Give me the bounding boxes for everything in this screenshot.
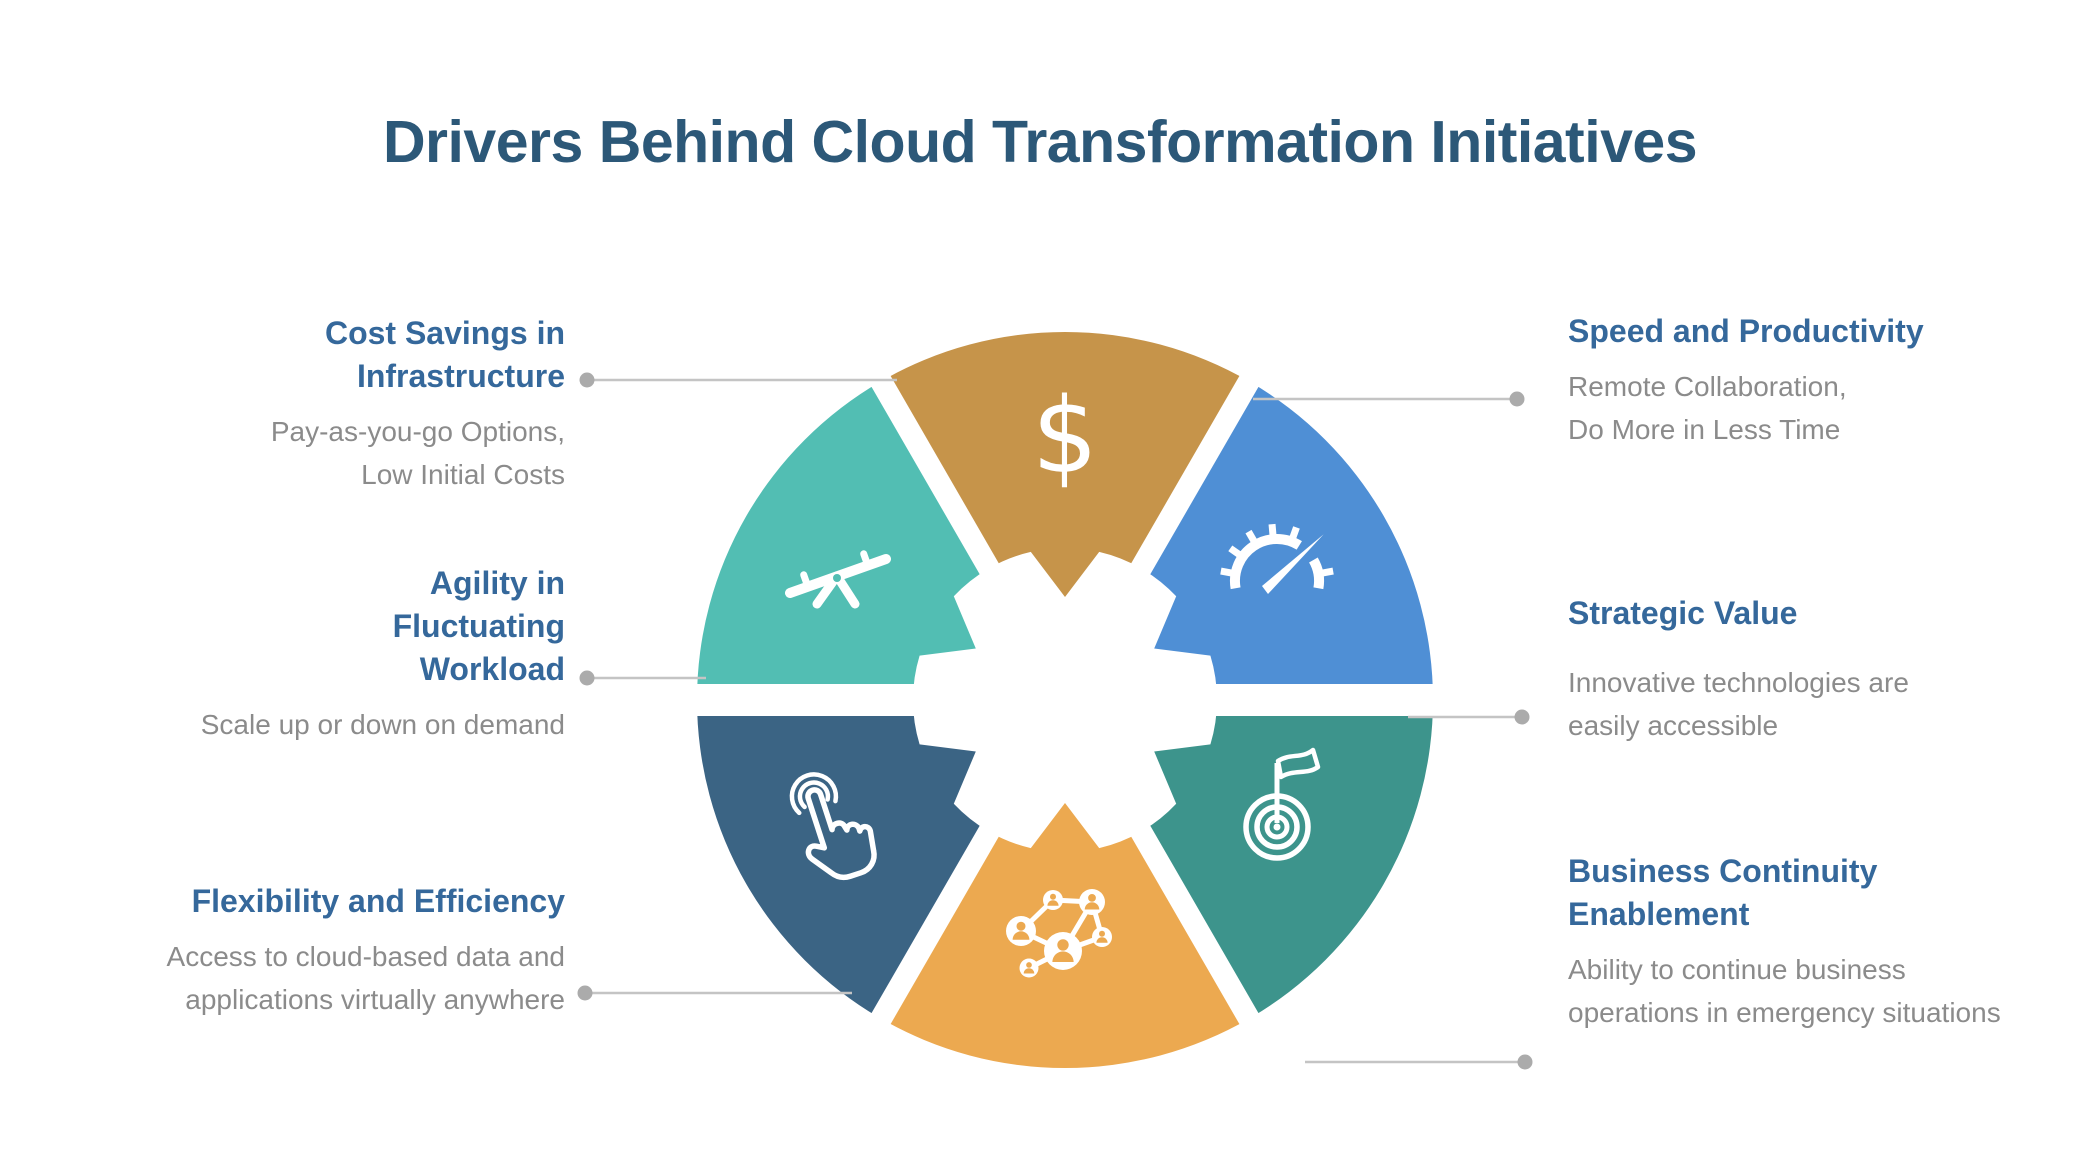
- label-flexibility-heading: Flexibility and Efficiency: [191, 883, 565, 919]
- label-agility: Agility in Fluctuating Workload Scale up…: [85, 562, 565, 746]
- connector-dot: [1514, 709, 1530, 725]
- tap-hand-icon: [789, 772, 877, 881]
- person-body: [1012, 931, 1030, 940]
- label-strategic-heading: Strategic Value: [1568, 595, 1798, 631]
- network-node: [1006, 916, 1036, 946]
- label-business-heading: Business Continuity Enablement: [1568, 853, 1878, 932]
- network-node: [1019, 958, 1039, 978]
- label-cost-savings: Cost Savings in Infrastructure Pay-as-yo…: [85, 312, 565, 496]
- svg-text:$: $: [1032, 375, 1098, 497]
- segment-gap: [1097, 767, 1267, 1039]
- segment-gap: [1097, 361, 1267, 633]
- seesaw-icon: [785, 550, 891, 609]
- network-icon: [1006, 889, 1112, 978]
- person-body: [1047, 900, 1059, 906]
- network-node: [1079, 889, 1105, 915]
- label-connectors: [577, 372, 1533, 1070]
- label-business: Business Continuity Enablement Ability t…: [1568, 850, 2048, 1034]
- person-head: [1026, 962, 1032, 968]
- network-node: [1044, 932, 1082, 970]
- speedometer-tick: [1268, 523, 1277, 536]
- speedometer-tick: [1228, 545, 1242, 558]
- label-strategic: Strategic Value Innovative technologies …: [1568, 592, 2048, 747]
- person-body: [1096, 937, 1108, 943]
- speedometer-icon: [1220, 523, 1334, 594]
- person-head: [1050, 893, 1056, 900]
- connector-dot: [579, 670, 595, 686]
- label-speed-body: Remote Collaboration, Do More in Less Ti…: [1568, 371, 1847, 445]
- person-head: [1016, 921, 1026, 931]
- network-node: [1043, 890, 1063, 910]
- connector-dot: [1517, 1054, 1533, 1070]
- speedometer-tick: [1220, 567, 1233, 577]
- label-agility-heading: Agility in Fluctuating Workload: [392, 565, 565, 687]
- connector-dot: [1509, 391, 1525, 407]
- target-flag-icon: [1243, 747, 1321, 861]
- segment-gap: [863, 767, 1033, 1039]
- connector-dot: [577, 985, 593, 1001]
- network-node: [1092, 927, 1112, 947]
- wheel-segment-gaps: [681, 361, 1449, 1039]
- label-cost-savings-heading: Cost Savings in Infrastructure: [324, 315, 565, 394]
- label-speed-heading: Speed and Productivity: [1568, 313, 1924, 349]
- person-head: [1088, 893, 1096, 902]
- speedometer-tick: [1289, 526, 1300, 539]
- segment-gap: [863, 361, 1033, 633]
- person-head: [1057, 939, 1069, 951]
- connector-dot: [579, 372, 595, 388]
- person-body: [1023, 968, 1035, 974]
- label-business-body: Ability to continue business operations …: [1568, 954, 2001, 1028]
- label-speed: Speed and Productivity Remote Collaborat…: [1568, 310, 2048, 451]
- person-body: [1084, 902, 1100, 910]
- label-flexibility: Flexibility and Efficiency Access to clo…: [85, 880, 565, 1021]
- label-flexibility-body: Access to cloud-based data and applicati…: [166, 941, 565, 1015]
- page-title: Drivers Behind Cloud Transformation Init…: [382, 109, 1698, 175]
- person-head: [1099, 930, 1105, 937]
- speedometer-tick: [1245, 529, 1258, 543]
- label-agility-body: Scale up or down on demand: [200, 709, 565, 740]
- label-cost-savings-body: Pay-as-you-go Options, Low Initial Costs: [270, 416, 565, 490]
- person-body: [1052, 951, 1074, 963]
- speedometer-tick: [1321, 567, 1334, 577]
- dollar-icon: $: [1032, 375, 1098, 497]
- label-strategic-body: Innovative technologies are easily acces…: [1568, 667, 1909, 741]
